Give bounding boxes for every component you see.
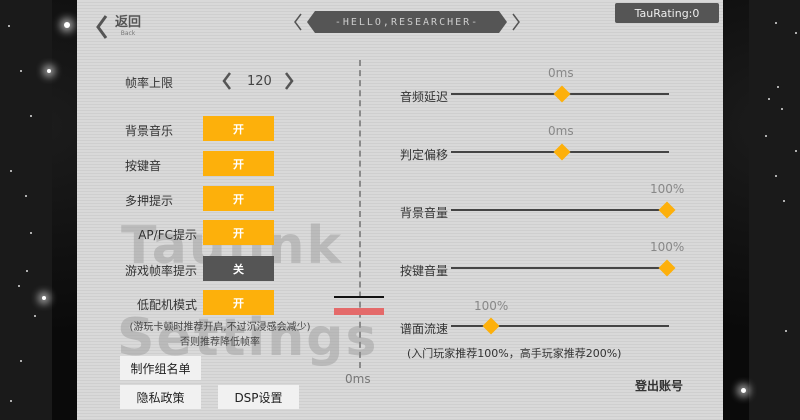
audio-delay-value: 0ms xyxy=(548,66,574,80)
key-volume-label: 按键音量 xyxy=(400,264,449,278)
background-left xyxy=(0,0,77,420)
offset-divider xyxy=(359,60,361,368)
apfc-hint-toggle[interactable]: 开 xyxy=(203,220,274,245)
judge-offset-label: 判定偏移 xyxy=(400,148,449,162)
keysound-toggle-label: 按键音 xyxy=(125,159,162,173)
audio-delay-thumb[interactable] xyxy=(553,85,571,103)
low-spec-note-line2: 否则推荐降低帧率 xyxy=(180,337,260,348)
offset-preview-value: 0ms xyxy=(345,372,371,386)
offset-indicator-bar xyxy=(334,308,384,315)
note-speed-hint: (入门玩家推荐100%，高手玩家推荐200%) xyxy=(407,347,622,360)
chevron-right-icon xyxy=(512,13,520,31)
bgm-volume-label: 背景音量 xyxy=(400,206,449,220)
background-right xyxy=(723,0,800,420)
bgm-volume-thumb[interactable] xyxy=(658,201,676,219)
credits-button[interactable]: 制作组名单 xyxy=(120,356,201,380)
note-speed-slider[interactable] xyxy=(451,325,669,327)
offset-reference-line xyxy=(334,296,384,298)
judge-offset-thumb[interactable] xyxy=(553,143,571,161)
note-speed-value: 100% xyxy=(474,299,509,313)
key-volume-thumb[interactable] xyxy=(658,259,676,277)
back-button[interactable]: 返回 Back xyxy=(95,12,155,42)
chevron-left-icon xyxy=(96,15,108,39)
apfc-hint-label: AP/FC提示 xyxy=(138,228,197,242)
chevron-left-icon xyxy=(294,13,302,31)
fps-display-label: 游戏帧率提示 xyxy=(124,264,197,278)
back-sublabel: Back xyxy=(120,30,136,37)
audio-delay-label: 音频延迟 xyxy=(400,90,449,104)
tau-rating-badge: TauRating:0 xyxy=(615,3,719,23)
multi-note-hint-label: 多押提示 xyxy=(125,194,174,208)
fps-display-toggle[interactable]: 关 xyxy=(203,256,274,281)
low-spec-mode-label: 低配机模式 xyxy=(136,298,197,312)
back-label: 返回 xyxy=(115,15,142,30)
bgm-toggle-label: 背景音乐 xyxy=(125,124,174,138)
logout-button[interactable]: 登出账号 xyxy=(635,379,684,393)
bgm-volume-value: 100% xyxy=(650,182,685,196)
fps-decrease-button[interactable] xyxy=(222,72,232,90)
note-speed-label: 谱面流速 xyxy=(400,322,449,336)
note-speed-thumb[interactable] xyxy=(482,317,500,335)
greeting-title: -HELLO,RESEARCHER- xyxy=(334,16,480,28)
dsp-settings-button[interactable]: DSP设置 xyxy=(218,385,299,409)
low-spec-mode-toggle[interactable]: 开 xyxy=(203,290,274,315)
multi-note-hint-toggle[interactable]: 开 xyxy=(203,186,274,211)
bgm-toggle[interactable]: 开 xyxy=(203,116,274,141)
fps-limit-value: 120 xyxy=(247,74,272,89)
key-volume-slider[interactable] xyxy=(451,267,663,269)
greeting-banner: -HELLO,RESEARCHER- xyxy=(293,11,521,33)
bgm-volume-slider[interactable] xyxy=(451,209,663,211)
keysound-toggle[interactable]: 开 xyxy=(203,151,274,176)
key-volume-value: 100% xyxy=(650,240,685,254)
privacy-policy-button[interactable]: 隐私政策 xyxy=(120,385,201,409)
low-spec-note-line1: (游玩卡顿时推荐开启,不过沉浸感会减少) xyxy=(129,322,311,333)
fps-limit-label: 帧率上限 xyxy=(125,76,174,90)
fps-increase-button[interactable] xyxy=(284,72,294,90)
settings-panel: Taulink Settings 返回 Back -HELLO,RESEARCH… xyxy=(77,0,723,420)
judge-offset-value: 0ms xyxy=(548,124,574,138)
